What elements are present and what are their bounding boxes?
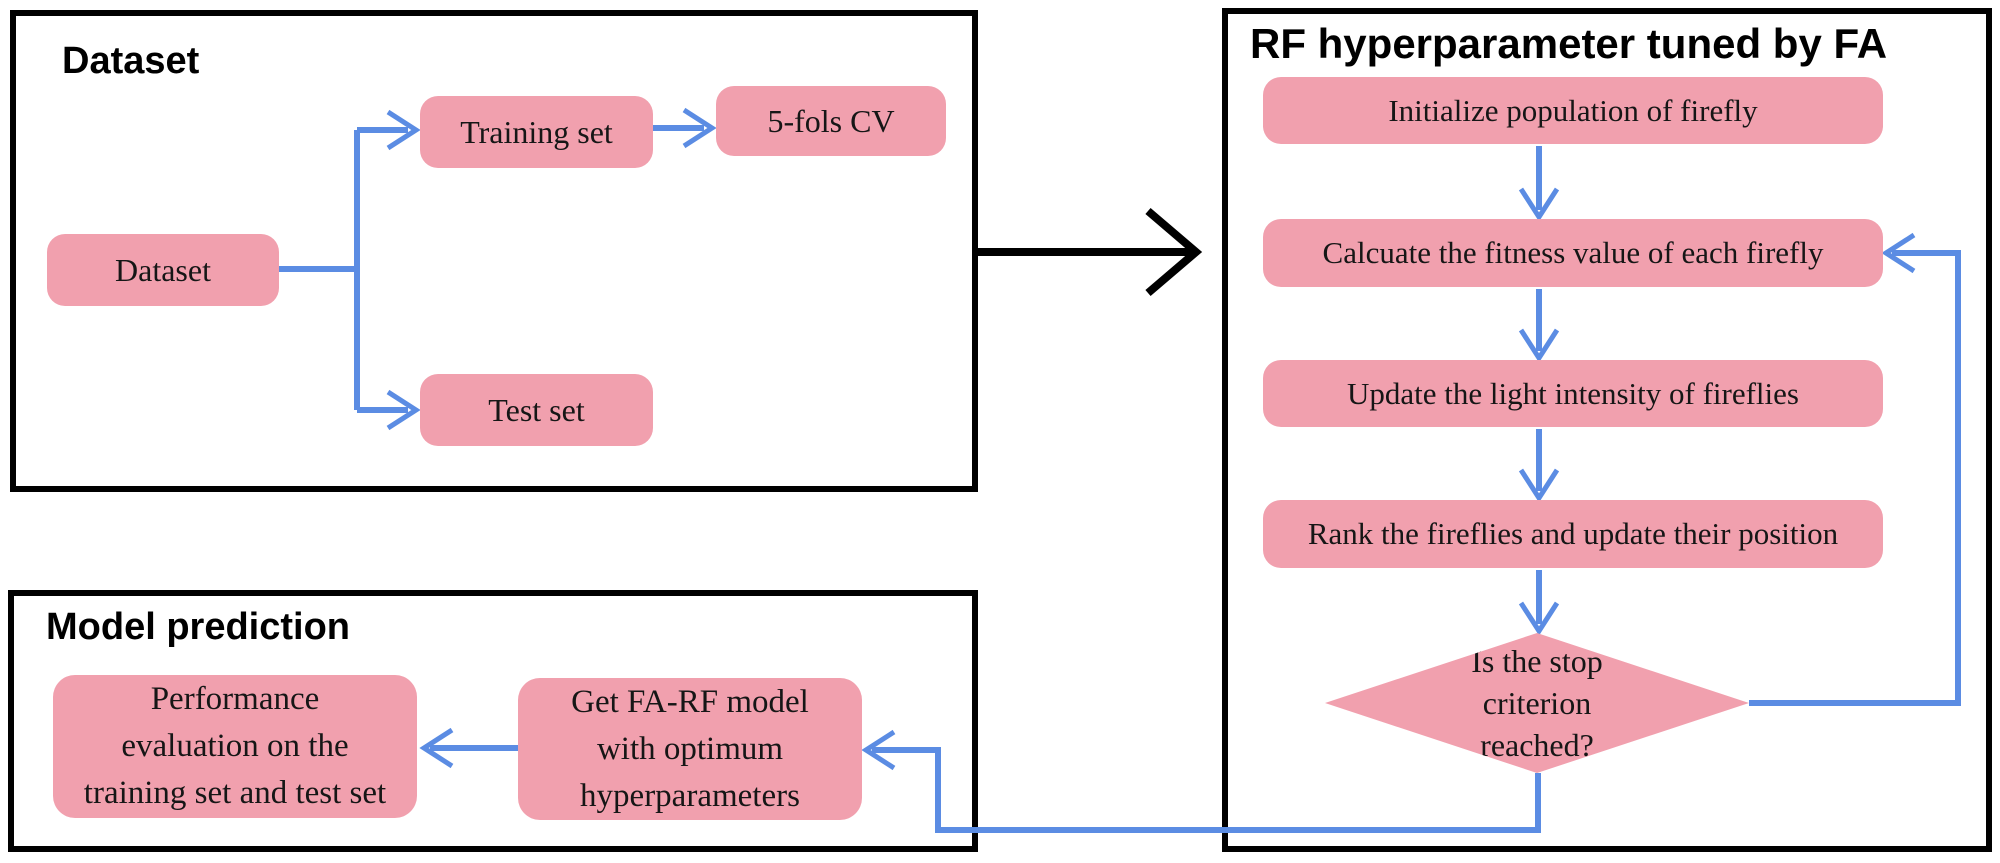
arrowhead-performance [419, 727, 454, 769]
arrowhead-training [386, 109, 421, 151]
get-model-label: Get FA-RF model with optimum hyperparame… [571, 679, 809, 820]
arrowhead-step2 [1518, 187, 1560, 222]
get-model-line2: with optimum [596, 730, 784, 767]
dataset-box-label: Dataset [115, 251, 211, 288]
init-population-label: Initialize population of firefly [1388, 92, 1758, 128]
fitness-box: Calcuate the fitness value of each firef… [1263, 219, 1883, 287]
get-model-line1: Get FA-RF model [571, 683, 809, 720]
arrowhead-cv [682, 107, 717, 149]
get-model-box: Get FA-RF model with optimum hyperparame… [518, 678, 862, 820]
performance-line3: training set and test set [83, 775, 387, 811]
cv-label: 5-fols CV [767, 102, 895, 139]
test-set-label: Test set [488, 391, 585, 428]
rank-fireflies-label: Rank the fireflies and update their posi… [1307, 516, 1839, 551]
fitness-label: Calcuate the fitness value of each firef… [1322, 235, 1824, 270]
arrowhead-decision [1518, 601, 1560, 636]
rf-tuning-panel [1222, 8, 1992, 852]
arrowhead-rf-panel [1145, 207, 1203, 297]
stop-criterion-line3: reached? [1480, 727, 1594, 763]
model-prediction-panel [8, 590, 978, 852]
arrowhead-step4 [1518, 468, 1560, 503]
performance-line1: Performance [150, 681, 320, 717]
dataset-panel-title: Dataset [62, 40, 200, 82]
light-intensity-label: Update the light intensity of fireflies [1347, 375, 1799, 411]
get-model-line3: hyperparameters [580, 777, 800, 814]
stop-criterion-line2: criterion [1482, 685, 1592, 721]
arrowhead-test [386, 389, 421, 431]
cv-box: 5-fols CV [716, 86, 946, 156]
rf-panel-title: RF hyperparameter tuned by FA [1250, 20, 1888, 67]
arrowhead-step3 [1518, 328, 1560, 363]
arrowhead-feedback-step2 [1881, 232, 1916, 274]
dataset-box: Dataset [47, 234, 279, 306]
connector-decision-to-getmodel [872, 747, 1541, 833]
stop-criterion-line1: Is the stop [1471, 643, 1603, 679]
performance-evaluation-box: Performance evaluation on the training s… [53, 675, 417, 818]
test-set-box: Test set [420, 374, 653, 446]
stop-criterion-label: Is the stop criterion reached? [1471, 640, 1603, 766]
rank-fireflies-box: Rank the fireflies and update their posi… [1263, 500, 1883, 568]
light-intensity-box: Update the light intensity of fireflies [1263, 360, 1883, 427]
connector-feedback-loop [1749, 250, 1961, 706]
init-population-box: Initialize population of firefly [1263, 77, 1883, 144]
performance-evaluation-label: Performance evaluation on the training s… [84, 676, 386, 817]
performance-line2: evaluation on the [121, 728, 349, 764]
arrowhead-getmodel [861, 729, 896, 771]
dataset-panel [10, 10, 978, 492]
training-set-label: Training set [460, 113, 613, 150]
training-set-box: Training set [420, 96, 653, 168]
model-prediction-panel-title: Model prediction [46, 606, 350, 648]
